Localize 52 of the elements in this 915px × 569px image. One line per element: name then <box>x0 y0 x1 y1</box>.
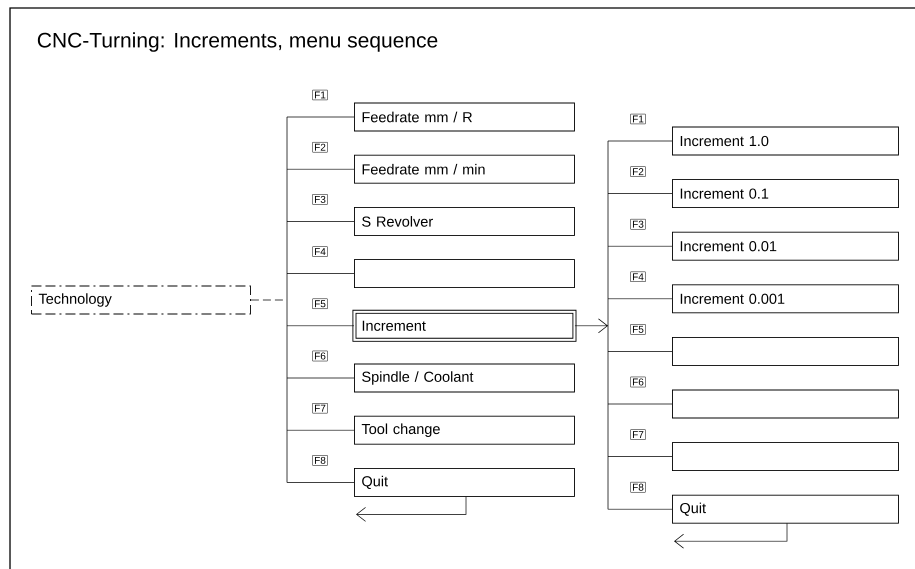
key-label: F6 <box>312 350 328 362</box>
return-arrow <box>356 496 466 522</box>
connector <box>286 430 354 431</box>
connector <box>286 116 354 118</box>
key-label: F2 <box>630 166 646 177</box>
menu-box: Feedrate mm / R <box>354 102 575 132</box>
key-label: F8 <box>312 455 328 466</box>
connector <box>286 221 354 222</box>
menu-box: Increment 0.01 <box>672 232 899 261</box>
empty-menu-box <box>354 259 575 288</box>
menu-box: Feedrate mm / min <box>354 154 575 184</box>
connector <box>286 168 354 170</box>
branch-line <box>286 116 288 483</box>
menu-box: Spindle / Coolant <box>354 364 575 392</box>
connector <box>286 482 354 483</box>
key-label: F4 <box>630 272 646 282</box>
key-label: F1 <box>630 114 646 124</box>
key-label: F7 <box>630 429 646 440</box>
key-label: F4 <box>312 246 328 257</box>
menu-box: Tool change <box>354 416 575 445</box>
menu-box: Quit <box>354 468 575 497</box>
connector <box>608 140 672 142</box>
connector <box>286 325 354 326</box>
empty-menu-box <box>672 390 899 418</box>
key-label: F2 <box>312 142 328 152</box>
menu-box: S Revolver <box>354 206 575 236</box>
menu-box: Increment 0.1 <box>672 179 899 208</box>
key-label: F5 <box>630 324 646 335</box>
connector <box>608 508 672 510</box>
key-label: F6 <box>630 376 646 388</box>
menu-box: Increment 0.001 <box>672 284 899 314</box>
key-label: F1 <box>312 90 328 100</box>
connector <box>286 273 354 274</box>
dashed-menu-box: Technology <box>31 286 251 314</box>
empty-menu-box <box>672 336 899 366</box>
key-label: F7 <box>312 403 328 414</box>
key-label: F5 <box>312 298 328 310</box>
connector <box>608 298 672 300</box>
connector <box>608 193 672 194</box>
connector <box>608 351 672 352</box>
connector <box>574 318 608 334</box>
key-label: F3 <box>630 218 646 230</box>
menu-box: Increment <box>352 310 576 342</box>
menu-box: Increment 1.0 <box>672 126 899 156</box>
empty-menu-box <box>672 442 899 472</box>
connector <box>608 246 672 247</box>
key-label: F3 <box>312 194 328 205</box>
connector <box>608 456 672 457</box>
menu-box: Quit <box>672 494 899 524</box>
return-arrow <box>674 523 788 549</box>
key-label: F8 <box>630 482 646 492</box>
title: CNC-Turning: Increments, menu sequence <box>38 32 438 52</box>
